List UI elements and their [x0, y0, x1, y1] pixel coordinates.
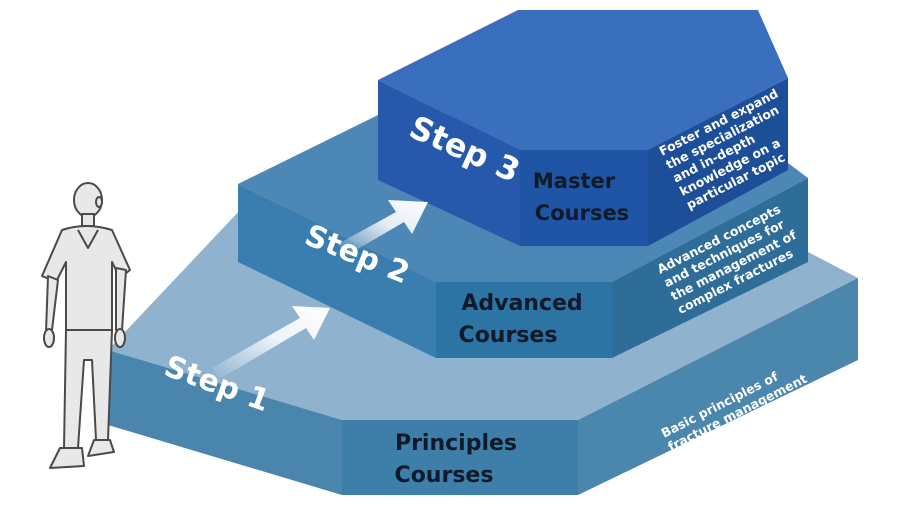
tier-2-front-face: [436, 282, 612, 358]
person-figure-icon: [41, 182, 131, 469]
tier-3-front-face: [520, 150, 648, 246]
tier-1-course-line1: Principles: [395, 431, 517, 456]
tier-2-course-line1: Advanced: [461, 291, 582, 316]
tier-1-course-line2: Courses: [395, 463, 494, 488]
arrow-up-right-icon: [212, 306, 330, 380]
tier-3-course-line1: Master: [533, 169, 616, 193]
tier-3: [378, 10, 788, 246]
tier-2-right-face: [612, 178, 808, 358]
tier-2-course-line2: Courses: [459, 323, 558, 348]
tier-1-right-face: [578, 278, 858, 495]
tier-3-left-face: [378, 80, 520, 246]
tier-3-top: [378, 10, 788, 150]
tier-3-course-line2: Courses: [535, 201, 629, 225]
tier-2-left-face: [238, 184, 436, 358]
tier-3-right-face: [648, 78, 788, 246]
arrow-up-right-icon: [338, 200, 428, 256]
tier-1-front-face: [342, 420, 578, 495]
tier-1-left-face: [108, 350, 342, 495]
